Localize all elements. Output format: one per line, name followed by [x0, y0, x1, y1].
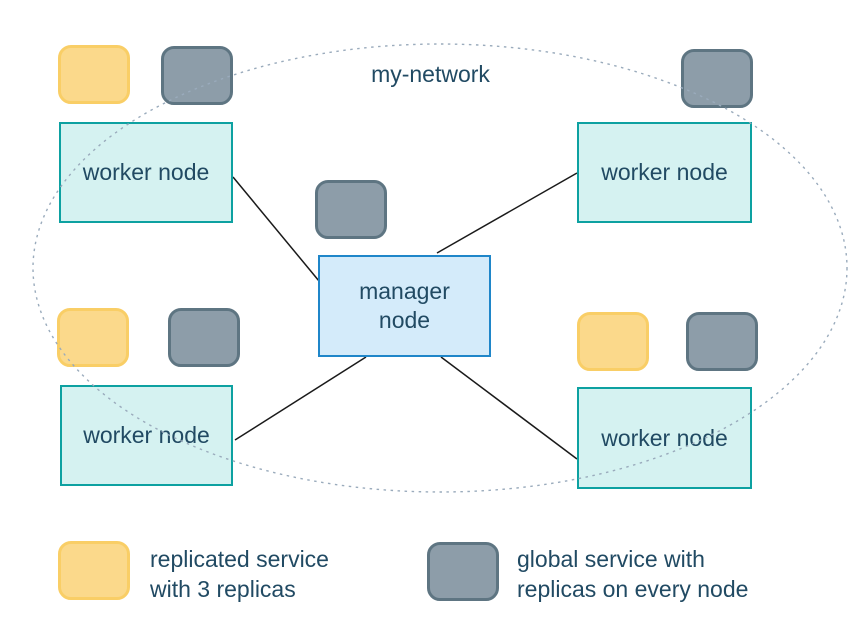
manager-node-label-line1: manager	[359, 278, 450, 304]
global-service-icon	[315, 180, 387, 239]
worker-node-label: worker node	[601, 424, 728, 451]
global-service-icon	[168, 308, 240, 367]
edge-manager-worker-top-right	[436, 172, 578, 254]
legend-global-service-icon	[427, 542, 499, 601]
edge-manager-worker-bottom-left	[234, 356, 367, 441]
edge-manager-worker-top-left	[232, 176, 320, 282]
edge-manager-worker-bottom-right	[440, 356, 578, 460]
network-name-label: my-network	[371, 61, 490, 87]
legend-global-line1: global service with	[517, 546, 705, 572]
replicated-service-icon	[577, 312, 649, 371]
legend-replicated-line2: with 3 replicas	[150, 576, 296, 602]
worker-node-top-left: worker node	[59, 122, 233, 223]
worker-node-label: worker node	[601, 159, 728, 185]
manager-node-label-line2: node	[378, 307, 431, 333]
replicated-service-icon	[58, 45, 130, 104]
legend-global-label: global service with replicas on every no…	[517, 544, 748, 604]
worker-node-label: worker node	[82, 159, 210, 185]
legend-replicated-service-icon	[58, 541, 130, 600]
global-service-icon	[686, 312, 758, 371]
global-service-icon	[161, 46, 233, 105]
worker-node-label: worker node	[83, 422, 210, 448]
worker-node-top-right: worker node	[577, 122, 752, 223]
worker-node-bottom-right: worker node	[577, 387, 752, 489]
legend-global-line2: replicas on every node	[517, 576, 749, 602]
global-service-icon	[681, 49, 753, 108]
legend-replicated-line1: replicated service	[150, 546, 329, 572]
manager-node: manager node	[318, 255, 491, 357]
worker-node-bottom-left: worker node	[60, 385, 233, 486]
replicated-service-icon	[57, 308, 129, 367]
legend-replicated-label: replicated service with 3 replicas	[150, 544, 329, 604]
